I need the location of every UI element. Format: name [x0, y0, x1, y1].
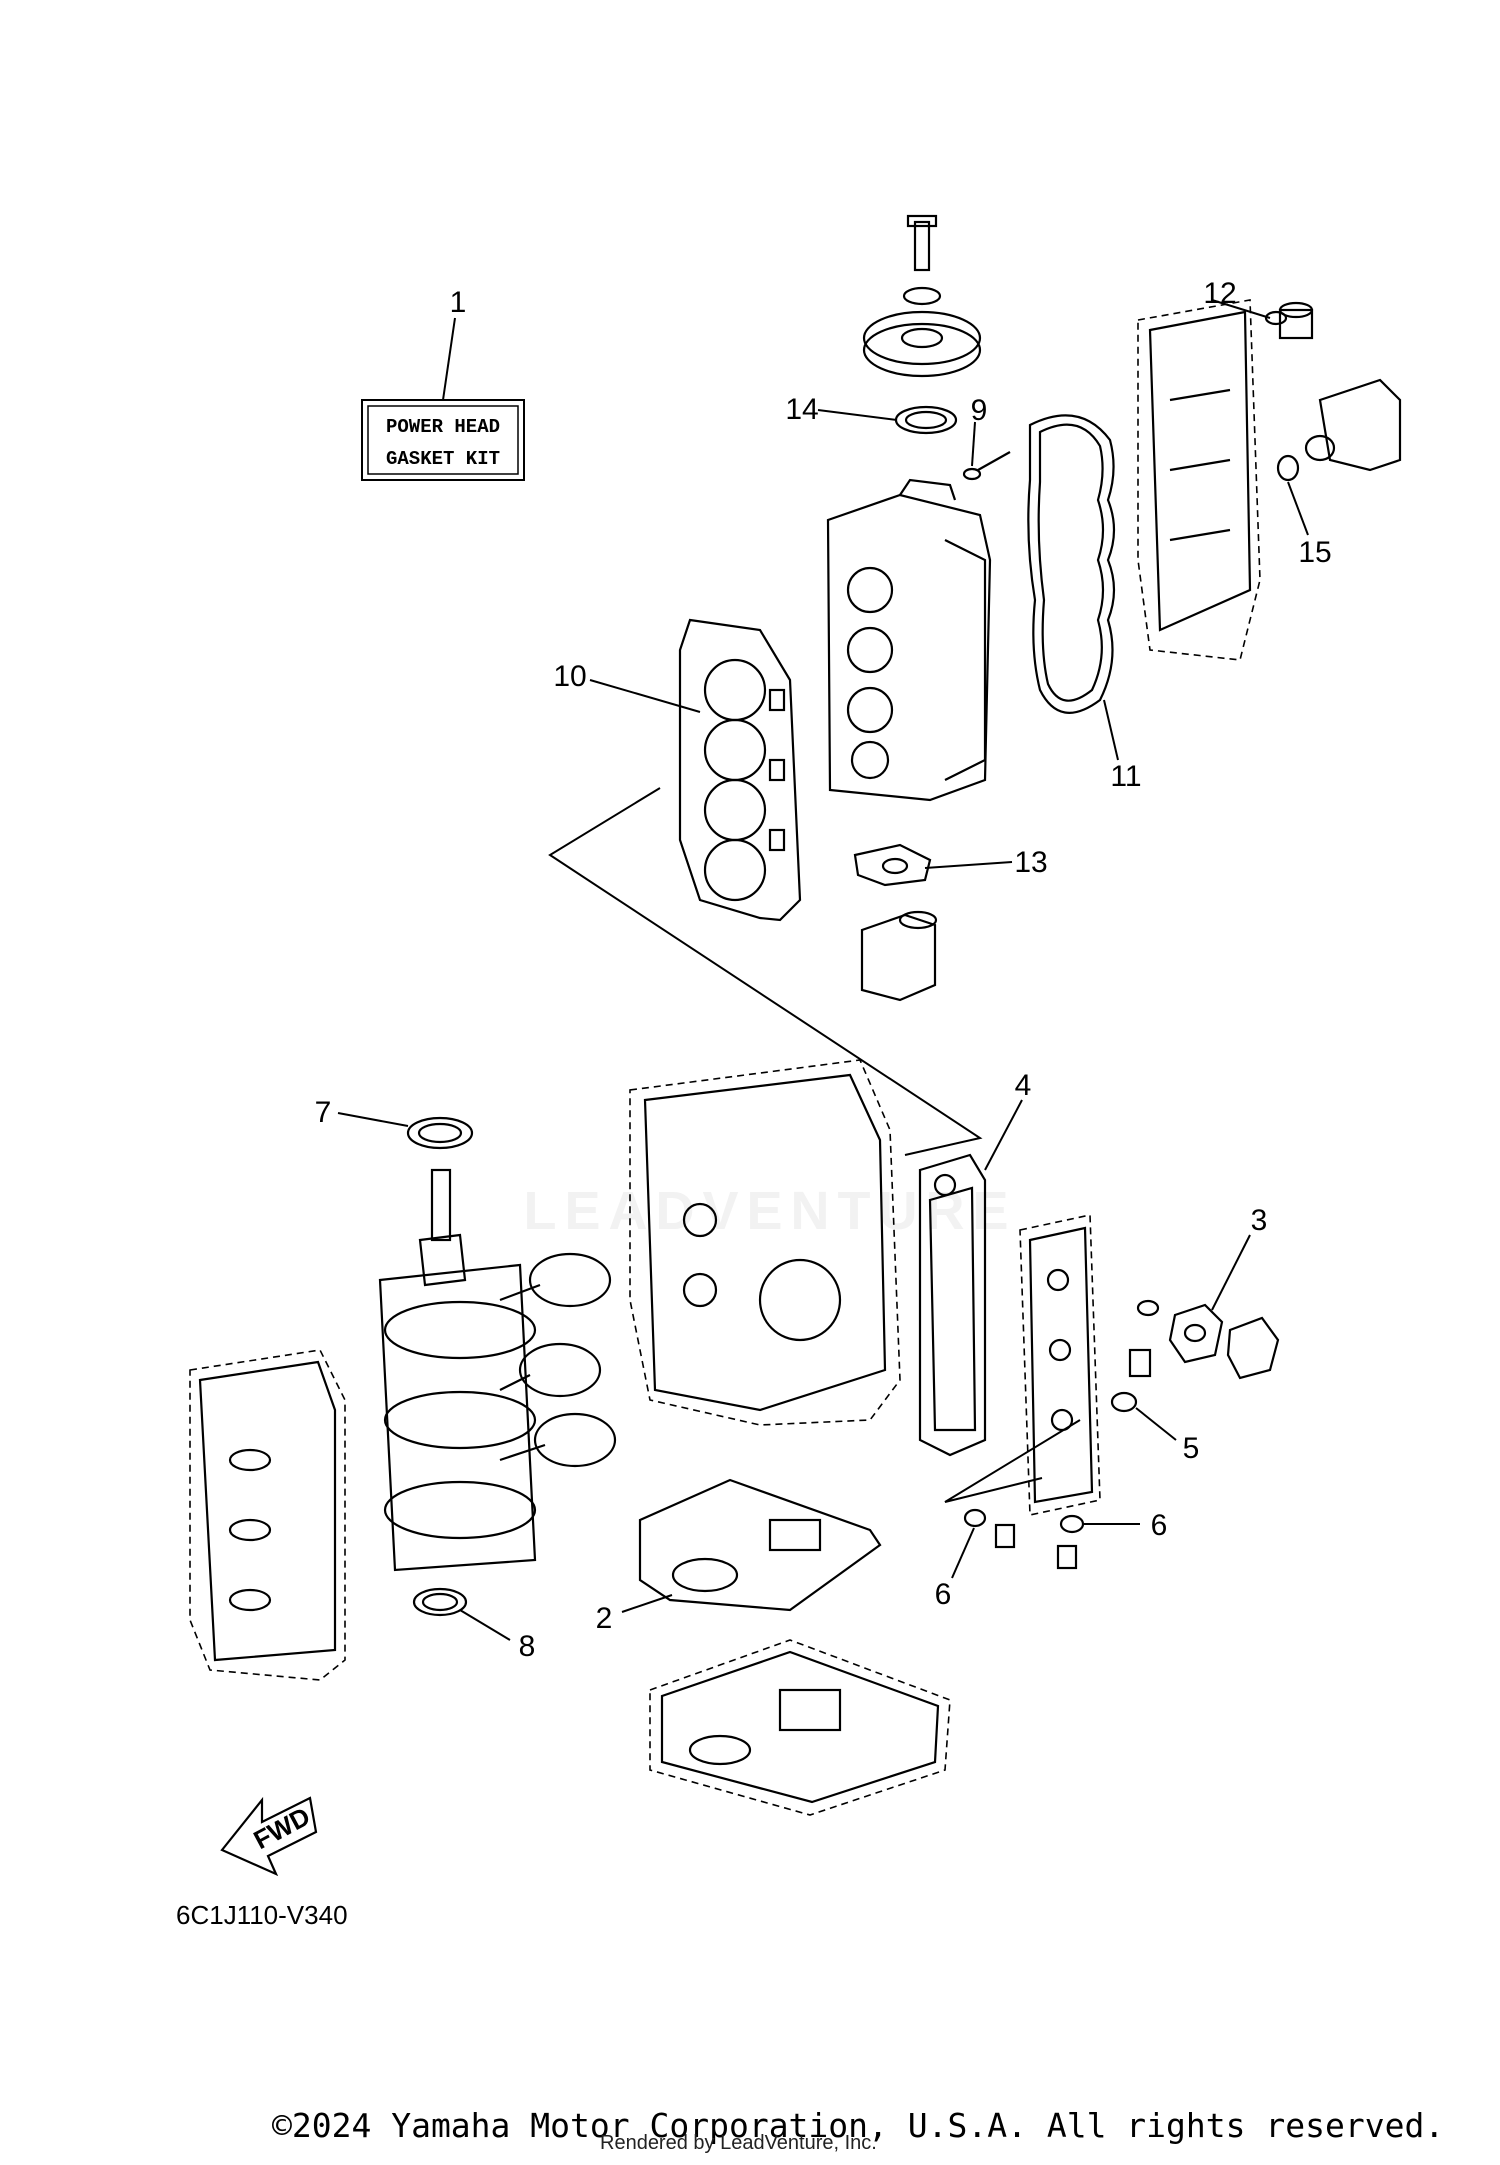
callout-4: 4 — [1015, 1069, 1032, 1102]
plugs — [1128, 1299, 1160, 1378]
head-cover-gasket-11[interactable] — [1027, 414, 1116, 714]
callout-9: 9 — [971, 394, 988, 427]
head-cover — [1137, 299, 1261, 661]
diagram-code: 6C1J110-V340 — [176, 1900, 348, 1930]
kit-label-line2: GASKET KIT — [386, 448, 500, 470]
kit-label-line1: POWER HEAD — [386, 416, 500, 438]
callout-14: 14 — [785, 393, 818, 426]
drain-bolts — [994, 1523, 1078, 1570]
callout-11: 11 — [1110, 760, 1141, 793]
gasket-2[interactable] — [638, 1478, 882, 1612]
exhaust-gasket-4[interactable] — [918, 1153, 987, 1457]
o-ring-15[interactable] — [1276, 454, 1300, 482]
leader-lines — [337, 299, 1309, 1641]
watermark: LEADVENTURE — [523, 1181, 1017, 1241]
callout-10: 10 — [553, 660, 586, 693]
anode-cover — [1226, 1316, 1280, 1380]
callout-6-left: 6 — [935, 1578, 952, 1611]
filler-cap — [1278, 301, 1314, 340]
oil-seal-7[interactable] — [406, 1116, 474, 1150]
callout-3: 3 — [1251, 1204, 1268, 1237]
fuel-pump — [1304, 378, 1402, 472]
callout-2: 2 — [596, 1602, 613, 1635]
fwd-label: FWD — [249, 1801, 315, 1855]
assembly-bracket-lines — [548, 787, 1081, 1503]
crankcase — [189, 1349, 346, 1681]
exhaust-cover — [1019, 1214, 1101, 1516]
o-ring-5[interactable] — [1110, 1391, 1138, 1413]
kit-label-box[interactable]: POWER HEAD GASKET KIT — [361, 399, 525, 481]
fwd-arrow: FWD — [220, 1796, 318, 1877]
thermostat-cover — [860, 910, 938, 1002]
callout-6-right: 6 — [1151, 1509, 1168, 1542]
cylinder-head-gasket-10[interactable] — [678, 618, 802, 922]
rendered-by-notice: Rendered by LeadVenture, Inc. — [600, 2132, 877, 2154]
gasket-13[interactable] — [853, 843, 932, 887]
crankshaft-assembly — [378, 1168, 617, 1572]
o-ring-12[interactable] — [1264, 310, 1288, 326]
oil-seal-14[interactable] — [894, 405, 958, 435]
callout-15: 15 — [1298, 536, 1331, 569]
o-ring-6-right[interactable] — [1059, 1514, 1085, 1534]
callout-1: 1 — [450, 286, 467, 319]
callout-7: 7 — [315, 1096, 332, 1129]
exhaust-guide — [649, 1639, 951, 1816]
copyright-notice: ©2024 Yamaha Motor Corporation, U.S.A. A… — [272, 2106, 1445, 2145]
bolt-9[interactable] — [962, 451, 1011, 481]
callout-8: 8 — [519, 1630, 536, 1663]
callout-5: 5 — [1183, 1432, 1200, 1465]
cylinder-block — [629, 1059, 901, 1426]
cylinder-head — [826, 478, 992, 802]
oil-seal-8[interactable] — [412, 1587, 468, 1617]
o-ring-6-left[interactable] — [963, 1508, 987, 1528]
callout-numbers: 1 2 3 4 5 6 6 7 8 9 10 11 12 13 14 15 — [315, 277, 1332, 1663]
gasket-3[interactable] — [1168, 1303, 1224, 1364]
timing-pulley-assembly — [862, 214, 982, 378]
callout-12: 12 — [1203, 277, 1236, 310]
callout-13: 13 — [1014, 846, 1047, 879]
